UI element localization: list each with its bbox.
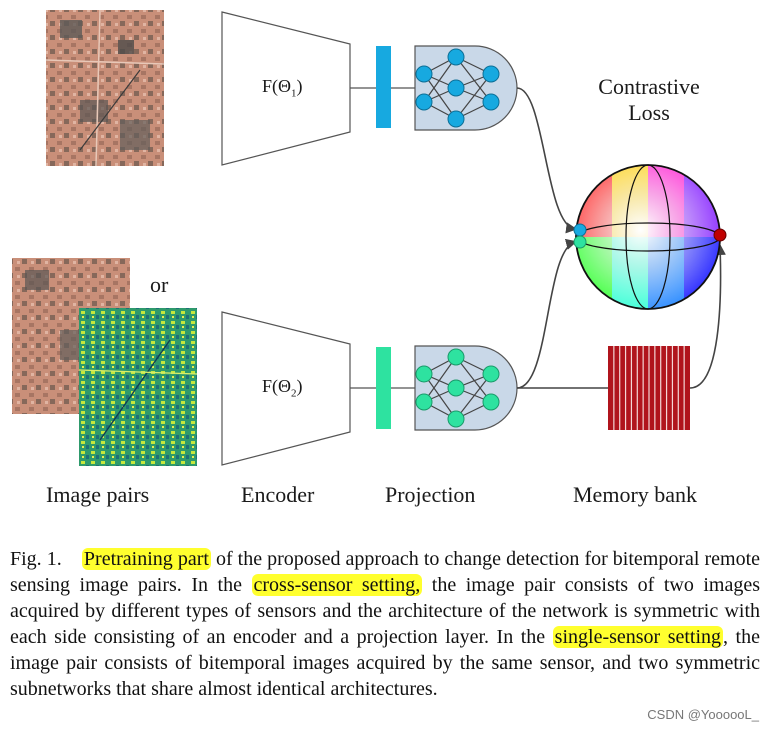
- caption-text-1: of the proposed approach to change detec…: [10, 548, 761, 596]
- memory-bank-label: Memory bank: [573, 482, 698, 507]
- projection-head-bottom: [414, 345, 518, 431]
- caption-text-2: the image pair consists of two images ac…: [10, 574, 760, 648]
- contrastive-loss-sphere: [573, 164, 727, 310]
- bottom-multispectral-image: [78, 308, 198, 466]
- caption-highlight-cross-sensor: cross-sensor setting,: [251, 574, 423, 596]
- image-pairs-label: Image pairs: [46, 482, 150, 507]
- top-satellite-image: [45, 9, 165, 167]
- contrastive-loss-title: Contrastive Loss: [598, 74, 700, 125]
- feature-vector-top: [376, 46, 391, 128]
- watermark: CSDN @YoooooL_: [647, 707, 759, 722]
- caption-highlight-single-sensor: single-sensor setting: [552, 626, 724, 648]
- caption-highlight-pretraining: Pretraining part: [81, 548, 211, 570]
- memory-bank-block: [608, 346, 690, 430]
- feature-vector-bottom: [376, 347, 391, 429]
- projection-head-top: [414, 45, 518, 131]
- caption-fig-number: Fig. 1.: [10, 548, 62, 570]
- encoder-label: Encoder: [241, 482, 315, 507]
- arrow-memory-to-loss: [689, 243, 726, 389]
- encoder-bottom-shape: [221, 311, 351, 466]
- arrow-bottom-to-loss: [516, 238, 578, 389]
- arrow-top-to-loss: [516, 87, 578, 234]
- or-label: or: [150, 272, 169, 297]
- encoder-top-label: F(Θ1): [262, 76, 303, 100]
- caption-text-3: , the image pair consists of bitemporal …: [10, 626, 760, 700]
- figure-caption: Fig. 1. Pretraining part of the proposed…: [10, 546, 760, 702]
- projection-label: Projection: [385, 482, 476, 507]
- encoder-top-shape: [221, 11, 351, 166]
- encoder-bottom-label: F(Θ2): [262, 376, 303, 400]
